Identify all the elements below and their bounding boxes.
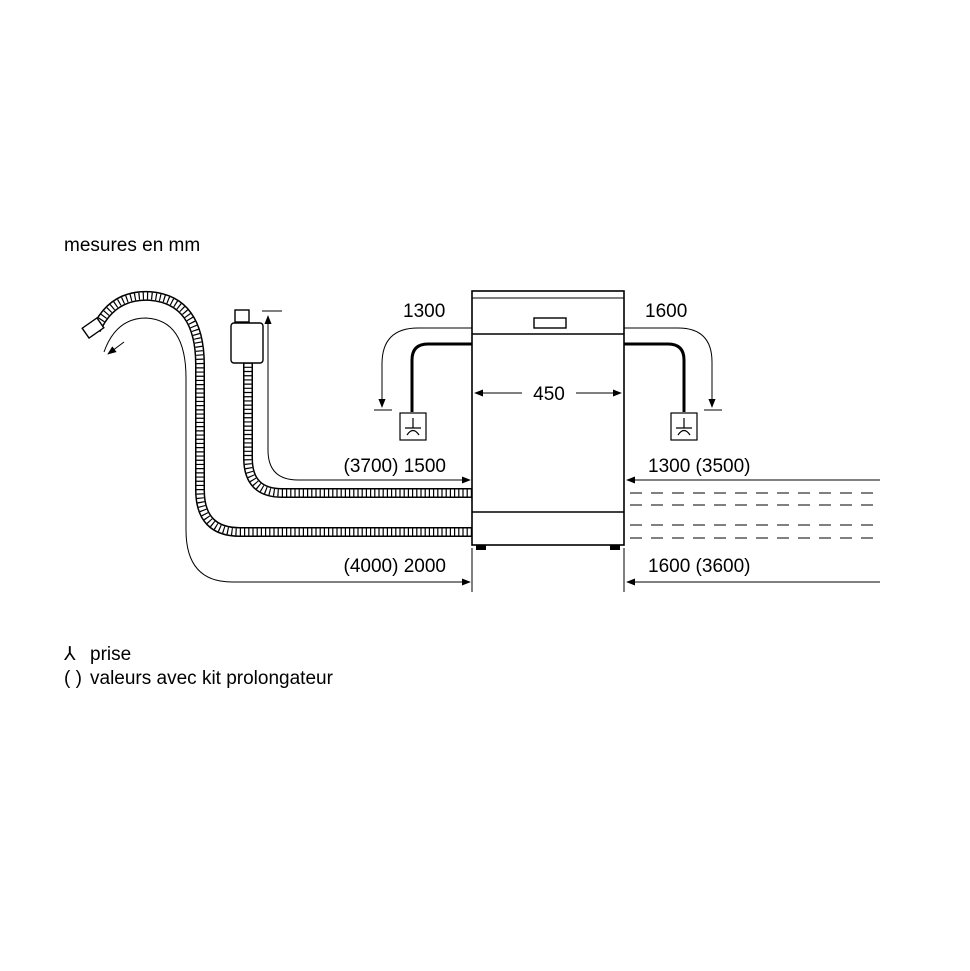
foot-left <box>476 545 486 550</box>
dashed-extension-lines <box>630 492 880 539</box>
drain-hose-end-fitting <box>81 316 105 340</box>
dishwasher-body <box>471 290 625 546</box>
tap-connector <box>234 309 250 323</box>
drain-hose-reach-line <box>103 317 468 583</box>
legend: ⅄ prise ( ) valeurs avec kit prolongateur <box>64 643 333 690</box>
right-cable-top-label: 1600 <box>645 301 687 322</box>
right-dimensions: 1300 (3500) 1600 (3600) <box>623 456 880 592</box>
left-lower-label: (4000) 2000 <box>344 556 446 577</box>
inlet-hose <box>230 309 472 498</box>
right-socket-icon <box>676 418 692 436</box>
legend-socket-label: prise <box>90 644 132 665</box>
right-socket-box <box>670 412 698 441</box>
socket-symbol-icon: ⅄ <box>64 644 76 665</box>
inlet-hose-ribs <box>244 362 472 497</box>
dishwasher <box>471 290 625 550</box>
right-power-cable: 1600 <box>624 301 722 441</box>
width-dimension: 450 <box>474 384 622 405</box>
left-cable-top-label: 1300 <box>403 301 445 322</box>
right-cable <box>624 342 686 412</box>
right-cable-reach-arrow <box>624 327 716 408</box>
left-socket-box <box>399 412 427 441</box>
legend-bracket-row: ( ) valeurs avec kit prolongateur <box>64 668 333 690</box>
legend-bracket-label: valeurs avec kit prolongateur <box>90 668 333 689</box>
drain-hose-inner <box>92 292 472 536</box>
left-dimensions: (3700) 1500 (4000) 2000 <box>344 456 473 592</box>
inlet-hose-reach-line <box>264 315 468 481</box>
control-display <box>533 317 567 329</box>
left-upper-label: (3700) 1500 <box>344 456 446 477</box>
diagram-title: mesures en mm <box>64 235 201 256</box>
aquastop-valve <box>230 322 264 364</box>
legend-socket-row: ⅄ prise <box>64 643 333 666</box>
right-upper-label: 1300 (3500) <box>648 456 750 477</box>
left-cable-reach-arrow <box>378 327 472 408</box>
left-cable <box>410 342 472 412</box>
left-power-cable: 1300 <box>374 301 472 441</box>
left-socket-icon <box>405 418 421 436</box>
drain-hose-reach-arrow <box>107 341 125 355</box>
bracket-symbol: ( ) <box>64 668 82 689</box>
foot-right <box>610 545 620 550</box>
width-label: 450 <box>533 384 565 405</box>
drain-hose <box>81 290 472 583</box>
right-lower-label: 1600 (3600) <box>648 556 750 577</box>
